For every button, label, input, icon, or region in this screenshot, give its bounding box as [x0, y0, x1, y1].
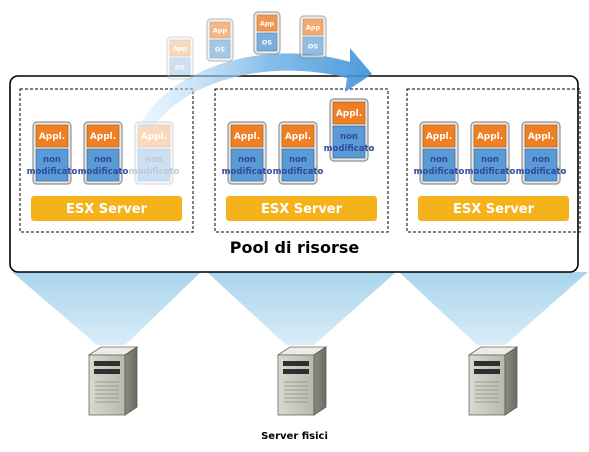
- vm-os-label: non: [238, 155, 256, 165]
- esx-server-label: ESX Server: [66, 202, 148, 217]
- vm-app-label: Appl.: [336, 109, 362, 119]
- projection-beam: [207, 272, 396, 345]
- vm-os-label: modificato: [516, 167, 567, 177]
- vm-app-label: Appl.: [90, 132, 116, 142]
- migration-arrow: [138, 48, 372, 128]
- vm-app-label: Appl.: [528, 132, 554, 142]
- vm-os-label: modificato: [27, 167, 78, 177]
- vm-os-label: OS: [308, 42, 319, 50]
- vm-box: Appl. non modificato: [273, 121, 324, 185]
- vm-app-label: App: [306, 23, 321, 31]
- vm-box: Appl. non modificato: [414, 121, 465, 185]
- esx-server-label: ESX Server: [453, 202, 535, 217]
- vm-os-label: modificato: [414, 167, 465, 177]
- vm-box: Appl. non modificato: [465, 121, 516, 185]
- projection-beam: [399, 272, 588, 345]
- vm-os-label: non: [430, 155, 448, 165]
- vm-box: Appl. non modificato: [27, 121, 78, 185]
- vm-os-label: modificato: [273, 167, 324, 177]
- vm-app-label: Appl.: [141, 132, 167, 142]
- vm-os-label: non: [94, 155, 112, 165]
- pool-label: Pool di risorse: [229, 238, 360, 257]
- esx-host-panel: Appl.nonmodificatoAppl.nonmodificatoAppl…: [214, 88, 389, 233]
- vm-app-label: Appl.: [39, 132, 65, 142]
- vm-box: Appl. non modificato: [78, 121, 129, 185]
- vm-os-label: modificato: [222, 167, 273, 177]
- vm-os-label: non: [145, 155, 163, 165]
- vm-app-label: Appl.: [234, 132, 260, 142]
- physical-servers-label: Server fisici: [261, 431, 328, 442]
- esx-server-bar: [418, 196, 569, 221]
- vm-os-label: modificato: [78, 167, 129, 177]
- vm-app-label: App: [260, 19, 275, 27]
- vm-os-label: non: [340, 132, 358, 142]
- vm-box: Appl. non modificato: [129, 121, 180, 185]
- projection-beams: [12, 272, 588, 345]
- vm-os-label: OS: [262, 38, 273, 46]
- vm-os-label: non: [289, 155, 307, 165]
- projection-beam: [12, 272, 201, 345]
- vm-os-label: OS: [175, 63, 186, 71]
- vm-os-label: modificato: [129, 167, 180, 177]
- vm-app-label: App: [213, 26, 228, 34]
- vm-os-label: non: [532, 155, 550, 165]
- vm-box: Appl. non modificato: [222, 121, 273, 185]
- physical-server-icon: [87, 346, 139, 416]
- vm-box: Appl. non modificato: [516, 121, 567, 185]
- physical-server-icon: [467, 346, 519, 416]
- vm-os-label: OS: [215, 45, 226, 53]
- physical-server-icon: [276, 346, 328, 416]
- vm-app-label: Appl.: [477, 132, 503, 142]
- vm-app-label: App: [173, 44, 188, 52]
- esx-host-panel: Appl.nonmodificatoAppl.nonmodificatoAppl…: [19, 88, 194, 233]
- esx-server-bar: [226, 196, 377, 221]
- vm-os-label: non: [481, 155, 499, 165]
- esx-server-label: ESX Server: [261, 202, 343, 217]
- vm-os-label: non: [43, 155, 61, 165]
- vm-os-label: modificato: [324, 144, 375, 154]
- vm-box: Appl. non modificato: [324, 98, 375, 162]
- vm-app-label: Appl.: [285, 132, 311, 142]
- vm-app-label: Appl.: [426, 132, 452, 142]
- esx-server-bar: [31, 196, 182, 221]
- vm-os-label: modificato: [465, 167, 516, 177]
- esx-host-panel: Appl.nonmodificatoAppl.nonmodificatoAppl…: [406, 88, 581, 233]
